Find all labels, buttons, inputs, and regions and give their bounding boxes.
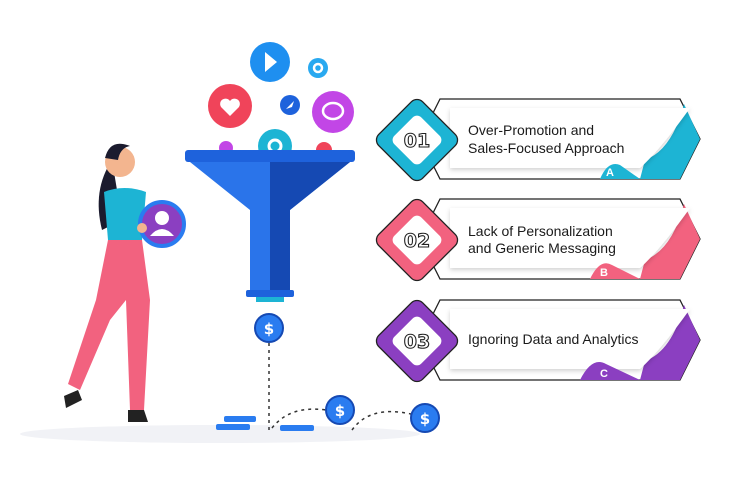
card-letter: A [606,167,614,179]
woman-character [64,143,186,422]
card-title-line1: Over-Promotion and [468,122,594,138]
coin-icon [410,403,440,433]
social-icons [208,42,354,163]
coin-symbol: $ [420,410,430,428]
card-01: A 01 Over-Promotion and Sales-Focused Ap… [375,98,701,182]
funnel [185,150,355,302]
card-letter: C [600,368,608,380]
card-letter: B [600,267,608,279]
card-title: Ignoring Data and Analytics [468,331,638,347]
card-number: 02 [404,230,430,252]
gear-icon [308,58,328,78]
card-number: 03 [404,331,430,353]
card-title-line1: Lack of Personalization [468,223,613,239]
card-03: C 03 Ignoring Data and Analytics [375,299,701,383]
card-02: B 02 Lack of Personalization and Generic… [375,198,701,282]
card-title-line2: Sales-Focused Approach [468,140,624,156]
coins: $ $ $ [216,313,440,433]
coin-symbol: $ [264,320,274,338]
ground-shadow [20,425,420,443]
chat-icon [312,91,354,133]
card-title-line2: and Generic Messaging [468,240,616,256]
coin-icon [254,313,284,343]
card-number: 01 [404,130,430,152]
coin-icon [325,395,355,425]
coin-symbol: $ [335,402,345,420]
